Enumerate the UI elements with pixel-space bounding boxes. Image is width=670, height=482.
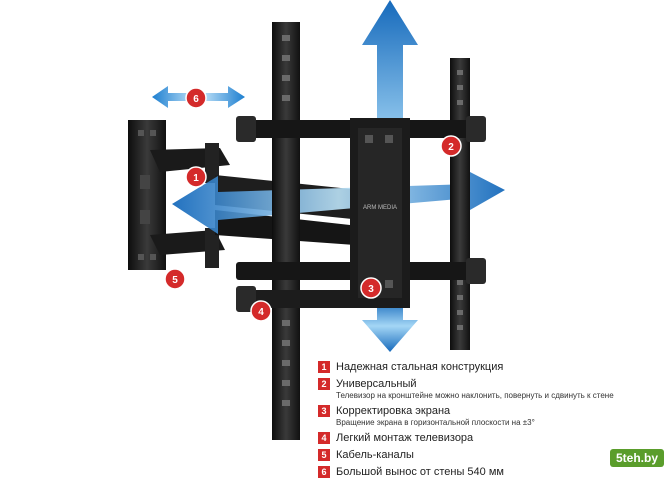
feature-title: Большой вынос от стены 540 мм — [336, 466, 504, 478]
feature-title: Универсальный — [336, 378, 417, 390]
right-rail — [450, 58, 470, 350]
badge-1: 1 — [185, 166, 207, 188]
feature-list: 1 Надежная стальная конструкция 2 Универ… — [318, 360, 658, 482]
feature-description: Вращение экрана в горизонтальной плоскос… — [336, 418, 535, 427]
badge-2: 2 — [440, 135, 462, 157]
feature-number: 2 — [318, 378, 330, 390]
feature-number: 1 — [318, 361, 330, 373]
feature-item-5: 5 Кабель-каналы — [318, 448, 658, 462]
feature-item-4: 4 Легкий монтаж телевизора — [318, 431, 658, 445]
badge-3: 3 — [360, 277, 382, 299]
svg-text:5: 5 — [172, 275, 178, 286]
badge-5: 5 — [164, 268, 186, 290]
feature-title: Кабель-каналы — [336, 449, 414, 461]
svg-text:3: 3 — [368, 284, 374, 295]
feature-item-6: 6 Большой вынос от стены 540 мм — [318, 465, 658, 479]
svg-text:4: 4 — [258, 307, 264, 318]
center-bracket: ARM MEDIA — [350, 118, 410, 308]
feature-title: Легкий монтаж телевизора — [336, 432, 474, 444]
site-watermark: 5teh.by — [609, 449, 664, 467]
horizontal-arrow — [172, 172, 505, 234]
feature-item-1: 1 Надежная стальная конструкция — [318, 360, 658, 374]
tv-mount-drawing: ARM MEDIA 1 2 3 4 5 6 — [128, 0, 505, 440]
feature-number: 6 — [318, 466, 330, 478]
svg-text:2: 2 — [448, 142, 454, 153]
badge-4: 4 — [250, 300, 272, 322]
feature-item-2: 2 Универсальный Телевизор на кронштейне … — [318, 377, 658, 401]
product-illustration: ARM MEDIA 1 2 3 4 5 6 — [128, 0, 505, 440]
feature-title: Корректировка экрана — [336, 405, 451, 417]
feature-number: 5 — [318, 449, 330, 461]
svg-text:1: 1 — [193, 173, 199, 184]
feature-number: 3 — [318, 405, 330, 417]
badge-6: 6 — [185, 87, 207, 109]
feature-title: Надежная стальная конструкция — [336, 361, 504, 373]
svg-text:6: 6 — [193, 94, 199, 105]
feature-number: 4 — [318, 432, 330, 444]
feature-item-3: 3 Корректировка экрана Вращение экрана в… — [318, 404, 658, 428]
feature-description: Телевизор на кронштейне можно наклонить,… — [336, 391, 614, 400]
brand-label: ARM MEDIA — [363, 205, 397, 211]
left-rail — [272, 22, 300, 440]
